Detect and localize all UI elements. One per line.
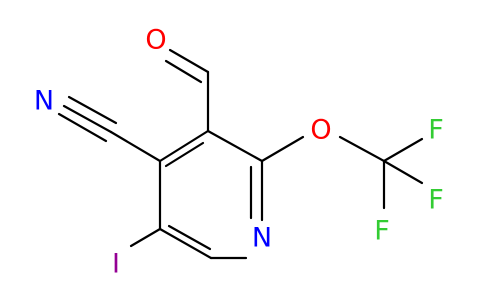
bond-c2-o: [260, 135, 305, 163]
bond-c5-c6-inner: [167, 224, 212, 251]
trifluoromethoxy-group: [260, 135, 424, 210]
bond-c2-c3: [206, 129, 264, 163]
oxygen-aldehyde-label: O: [145, 25, 166, 56]
bond-c4-cn: [109, 130, 162, 163]
bond-c3-c4-inner: [164, 141, 205, 168]
bond-cho-o-inner: [164, 59, 203, 84]
bond-cn-triple-c: [67, 95, 118, 125]
nitrogen-ring-label: N: [252, 223, 272, 254]
iodine-label: I: [112, 249, 120, 280]
fluorine-top-label: F: [428, 115, 444, 146]
fluorine-bottom-label: F: [374, 216, 390, 247]
bond-cho-o: [168, 48, 210, 74]
bond-o-cf3: [338, 135, 386, 163]
pyridine-ring: [158, 129, 264, 260]
aldehyde-group: [164, 48, 210, 133]
nitrile-group: [57, 95, 162, 163]
nitrogen-nitrile-label: N: [34, 86, 54, 117]
bond-cf3-f-right: [382, 159, 424, 185]
fluorine-right-label: F: [428, 185, 444, 216]
bond-c5-i: [129, 227, 162, 248]
bond-cn-triple-a: [62, 104, 113, 134]
bond-cn-triple-b: [57, 112, 108, 143]
bond-c3-c4: [158, 129, 210, 163]
oxygen-ether-label: O: [310, 115, 331, 146]
bond-c5-c6: [158, 227, 213, 260]
bond-cf3-f-top: [382, 137, 424, 163]
